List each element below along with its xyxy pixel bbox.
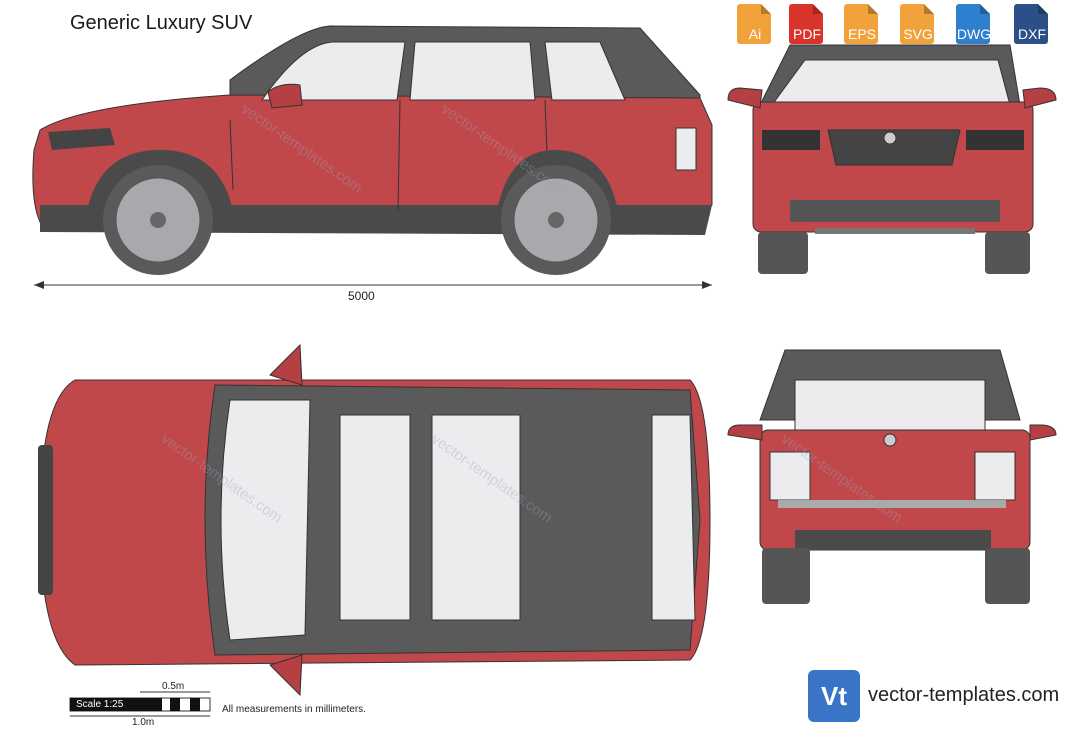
scale-label: Scale 1:25 bbox=[76, 699, 124, 710]
dwg-format-label: DWG bbox=[956, 26, 992, 42]
svg-format-icon[interactable]: SVG bbox=[896, 4, 940, 50]
top-view bbox=[38, 343, 711, 697]
dxf-format-icon[interactable]: DXF bbox=[1010, 4, 1054, 50]
ai-format-label: Ai bbox=[748, 26, 762, 42]
pdf-format-icon[interactable]: PDF bbox=[785, 4, 829, 50]
dwg-format-icon[interactable]: DWG bbox=[952, 4, 996, 50]
page-title: Generic Luxury SUV bbox=[70, 12, 253, 34]
eps-format-label: EPS bbox=[847, 26, 876, 42]
length-dimension-label: 5000 bbox=[348, 289, 375, 303]
scale-half-label: 0.5m bbox=[162, 681, 185, 692]
pdf-format-label: PDF bbox=[793, 26, 821, 42]
brand-site-link[interactable]: vector-templates.com bbox=[868, 684, 1060, 706]
measurement-note: All measurements in millimeters. bbox=[222, 704, 366, 715]
side-view bbox=[32, 25, 713, 275]
scale-one-label: 1.0m bbox=[132, 717, 155, 728]
scale-bar bbox=[69, 691, 211, 717]
svg-format-label: SVG bbox=[903, 26, 933, 42]
front-view bbox=[727, 44, 1057, 274]
rear-view bbox=[727, 349, 1057, 604]
ai-format-icon[interactable]: Ai bbox=[733, 4, 777, 50]
dxf-format-label: DXF bbox=[1018, 26, 1046, 42]
dimension-line bbox=[34, 281, 712, 289]
eps-format-icon[interactable]: EPS bbox=[840, 4, 884, 50]
brand-logo-icon: Vt bbox=[808, 670, 860, 722]
